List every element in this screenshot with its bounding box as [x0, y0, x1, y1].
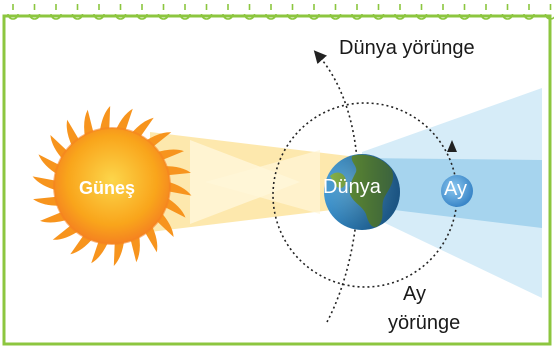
moon-orbit-arrow: [447, 140, 457, 152]
binder-ring: [415, 4, 428, 20]
moon: [441, 175, 473, 207]
binder-ring: [523, 4, 535, 20]
binder-ring: [93, 4, 105, 20]
binder-ring: [501, 4, 514, 20]
moon-orbit-label-line1: Ay: [403, 283, 426, 305]
binder-ring: [351, 4, 363, 20]
frame-border: [2, 14, 552, 346]
sun-label: Güneş: [79, 178, 136, 198]
binder-ring: [200, 4, 213, 20]
binder-ring: [243, 4, 256, 20]
earth: [324, 154, 400, 230]
binder-ring: [544, 4, 554, 20]
binder-ring: [222, 4, 234, 20]
sun-ray: [113, 238, 125, 266]
sun-ray: [165, 181, 192, 196]
binder-ring: [7, 4, 19, 20]
binder-ring: [71, 4, 84, 20]
sun-ray: [99, 106, 111, 134]
sun-ray: [114, 108, 133, 134]
binder-ring: [136, 4, 148, 20]
earth-orbit-label: Dünya yörünge: [339, 37, 475, 59]
binder-ring: [372, 4, 385, 20]
binder-ring: [265, 4, 277, 20]
binder-ring: [114, 4, 127, 20]
binder-ring: [50, 4, 62, 20]
binder-ring: [286, 4, 299, 20]
binder-ring: [179, 4, 191, 20]
sun-glow: [53, 127, 171, 245]
moon-label: Ay: [444, 178, 467, 200]
binder-ring: [28, 4, 41, 20]
binder-ring: [329, 4, 342, 20]
sun: [54, 128, 170, 244]
sun-ray: [32, 176, 59, 191]
binder-ring: [394, 4, 406, 20]
sun-ray: [91, 238, 110, 264]
moon-orbit-label-line2: yörünge: [388, 312, 461, 334]
binder-rings: [7, 4, 554, 20]
sunlight-highlight: [205, 150, 320, 214]
binder-ring: [437, 4, 449, 20]
earth-label: Dünya: [323, 176, 381, 198]
binder-ring: [157, 4, 170, 20]
binder-ring: [458, 4, 471, 20]
binder-ring: [308, 4, 320, 20]
binder-ring: [480, 4, 492, 20]
